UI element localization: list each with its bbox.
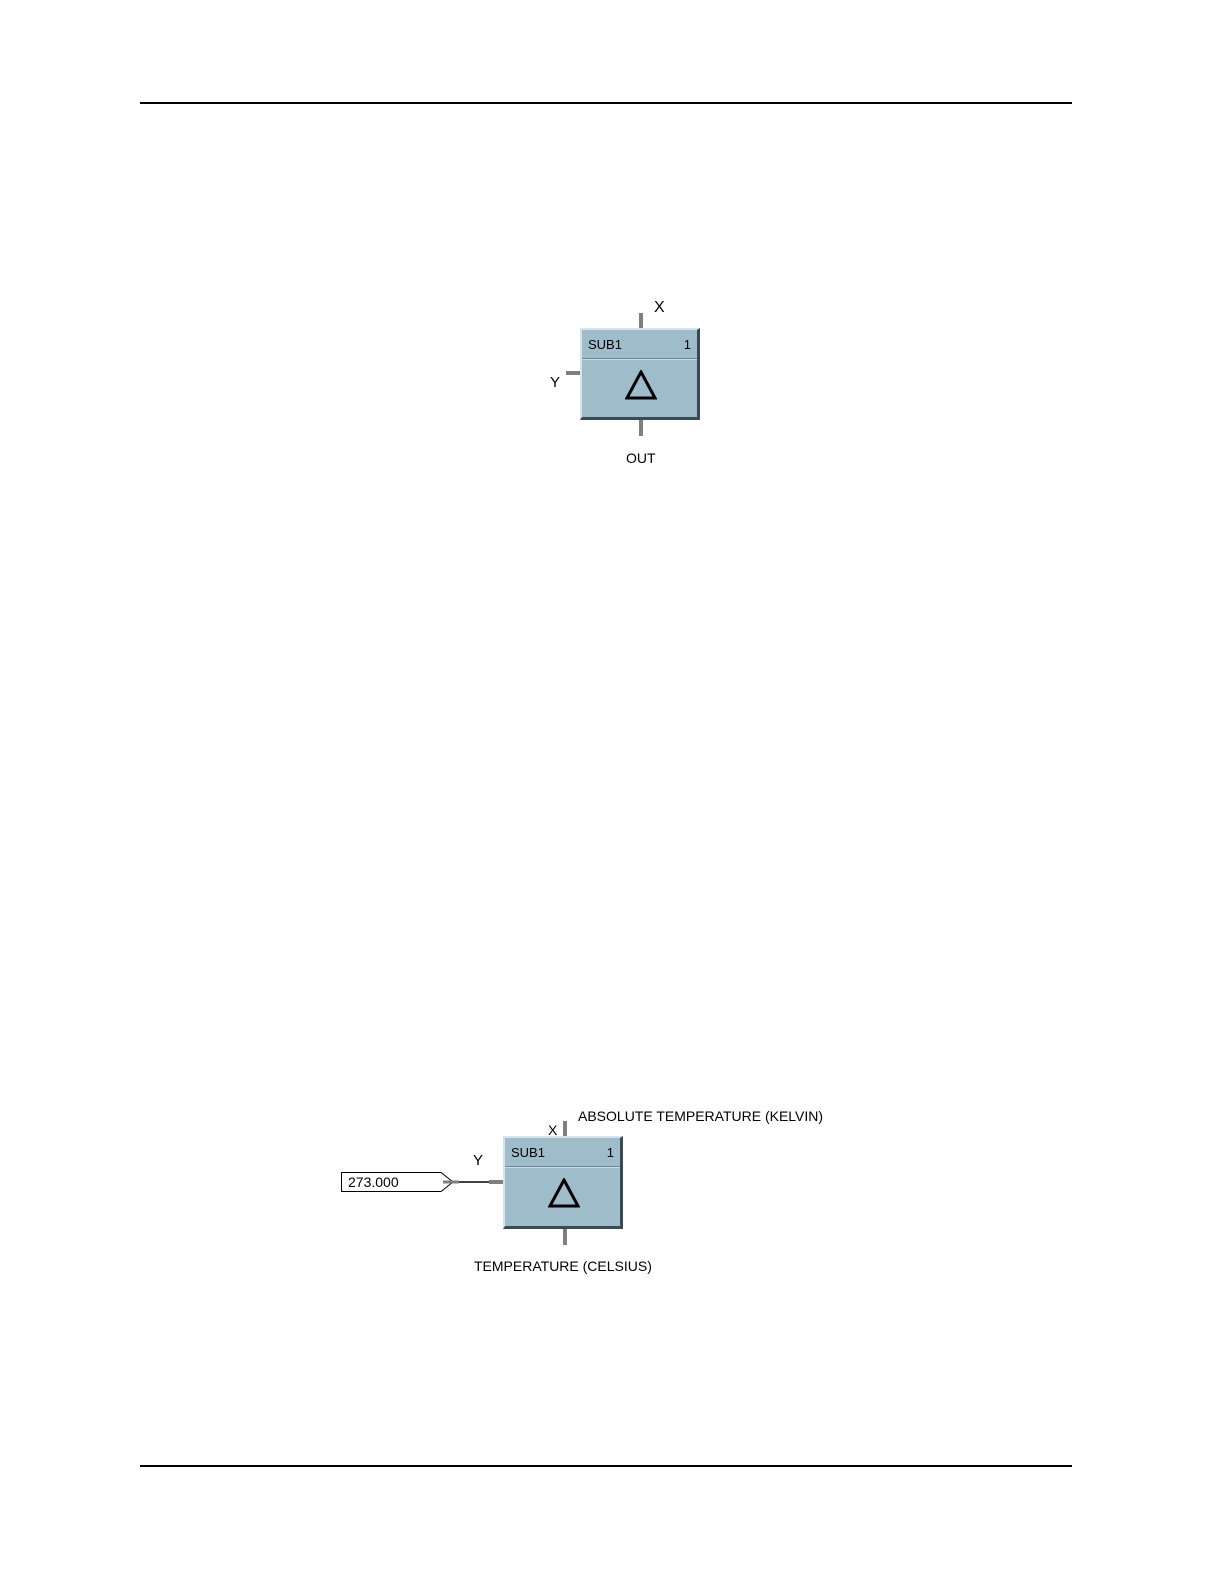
- delta-icon: [548, 1178, 580, 1208]
- out-pin: [639, 420, 643, 436]
- delta-icon: [625, 370, 657, 400]
- x-input-label: X: [654, 300, 665, 316]
- block-name: SUB1: [588, 338, 622, 352]
- x-input-pin: [563, 1121, 567, 1137]
- header-rule: [140, 102, 1072, 104]
- x-signal-label: ABSOLUTE TEMPERATURE (KELVIN): [578, 1108, 823, 1124]
- out-pin: [563, 1229, 567, 1245]
- output-label: TEMPERATURE (CELSIUS): [474, 1258, 652, 1274]
- footer-rule: [140, 1465, 1072, 1467]
- y-connection-wire: [441, 1176, 507, 1188]
- sub-block[interactable]: SUB1 1: [503, 1136, 623, 1229]
- block-number: 1: [684, 338, 691, 352]
- block-header: SUB1 1: [505, 1138, 620, 1167]
- block-number: 1: [607, 1146, 614, 1160]
- constant-value: 273.000: [348, 1174, 399, 1190]
- block-name: SUB1: [511, 1146, 545, 1160]
- y-input-label: Y: [550, 375, 560, 391]
- sub-block[interactable]: SUB1 1: [580, 328, 700, 420]
- x-input-pin: [639, 313, 643, 329]
- y-input-label: Y: [473, 1153, 483, 1169]
- block-header: SUB1 1: [582, 330, 697, 359]
- out-label: OUT: [626, 450, 656, 466]
